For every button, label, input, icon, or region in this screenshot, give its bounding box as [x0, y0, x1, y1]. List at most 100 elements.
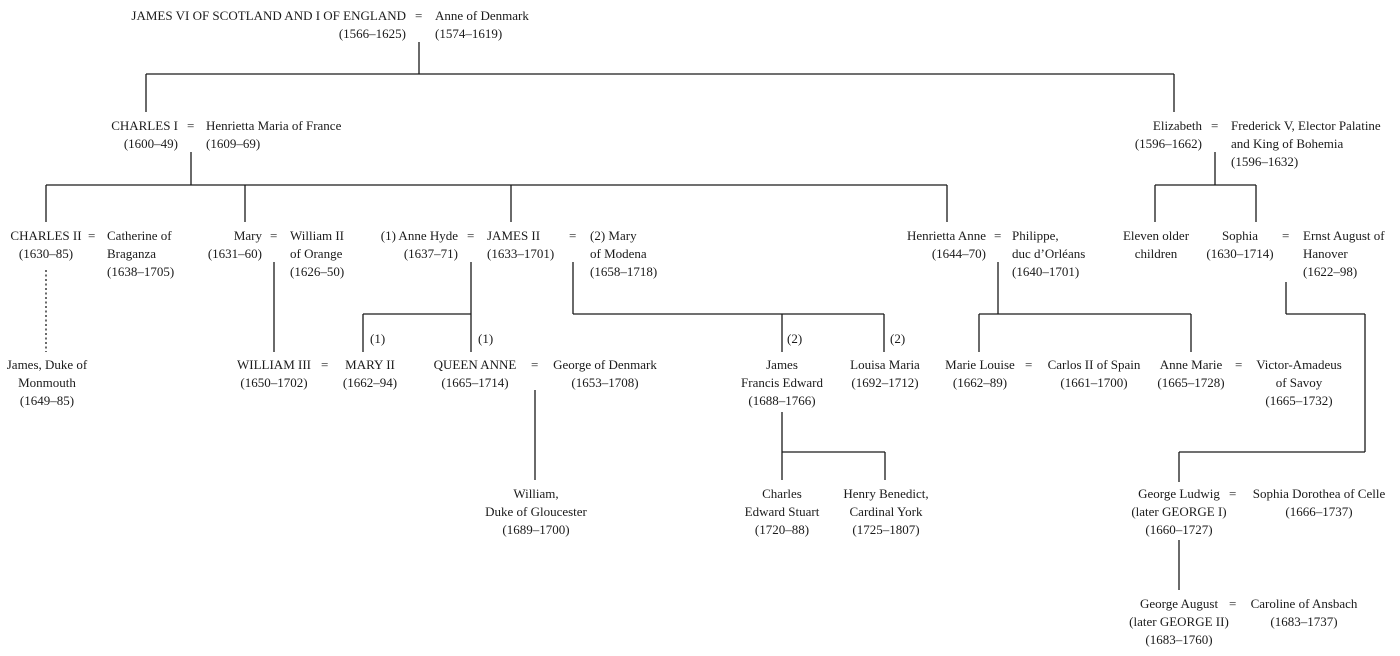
- name-cont: of Orange: [290, 246, 343, 261]
- name: Charles: [762, 486, 802, 501]
- marriage-order-mark: (2): [787, 331, 803, 346]
- dates: (1689–1700): [502, 522, 570, 537]
- person-mary-ii: MARY II (1662–94): [338, 356, 402, 392]
- dates: (1688–1766): [748, 393, 816, 408]
- person-marie-louise: Marie Louise (1662–89): [942, 356, 1018, 392]
- name-cont: Francis Edward: [741, 375, 823, 390]
- dates: (1574–1619): [435, 26, 503, 41]
- person-william-iii: WILLIAM III (1650–1702): [232, 356, 316, 392]
- name-cont: of Savoy: [1275, 375, 1323, 390]
- name: Carlos II of Spain: [1047, 357, 1141, 372]
- name: James: [766, 357, 798, 372]
- person-anne-of-denmark: Anne of Denmark (1574–1619): [435, 7, 529, 43]
- name: Sophia: [1221, 228, 1259, 243]
- dates: (1609–69): [206, 136, 261, 151]
- person-james-ii: JAMES II (1633–1701): [487, 227, 554, 263]
- person-charles-edward-stuart: Charles Edward Stuart (1720–88): [734, 485, 830, 539]
- marriage-sign: =: [569, 228, 577, 243]
- name: William II: [290, 228, 344, 243]
- person-queen-anne: QUEEN ANNE (1665–1714): [430, 356, 520, 392]
- person-caroline-of-ansbach: Caroline of Ansbach (1683–1737): [1244, 595, 1364, 631]
- person-carlos-ii: Carlos II of Spain (1661–1700): [1043, 356, 1145, 392]
- title: (later GEORGE I): [1131, 504, 1227, 519]
- dates: (1665–1714): [441, 375, 509, 390]
- person-anne-marie: Anne Marie (1665–1728): [1153, 356, 1229, 392]
- person-george-ludwig: George Ludwig (later GEORGE I) (1660–172…: [1111, 485, 1247, 539]
- name-cont: Edward Stuart: [744, 504, 820, 519]
- dates: (1683–1760): [1145, 632, 1213, 647]
- name: Eleven older: [1122, 228, 1190, 243]
- person-henrietta-maria: Henrietta Maria of France (1609–69): [206, 117, 341, 153]
- marriage-sign: =: [187, 118, 195, 133]
- marriage-sign: =: [270, 228, 278, 243]
- name: Victor-Amadeus: [1256, 357, 1342, 372]
- person-duke-of-gloucester: William, Duke of Gloucester (1689–1700): [476, 485, 596, 539]
- dates: (1566–1625): [338, 26, 406, 41]
- marriage-order-mark: (2): [890, 331, 906, 346]
- name: Anne of Denmark: [435, 8, 529, 23]
- marriage-sign: =: [531, 357, 539, 372]
- dates: (1653–1708): [571, 375, 639, 390]
- marriage-order-mark: (1): [478, 331, 494, 346]
- name: CHARLES I: [111, 118, 178, 133]
- dates: (1633–1701): [487, 246, 555, 261]
- person-anne-hyde: (1) Anne Hyde (1637–71): [381, 227, 458, 263]
- marriage-sign: =: [1229, 596, 1237, 611]
- marriage-sign: =: [1282, 228, 1290, 243]
- person-catherine-of-braganza: Catherine of Braganza (1638–1705): [107, 227, 174, 281]
- person-james-vi: JAMES VI OF SCOTLAND AND I OF ENGLAND (1…: [131, 7, 406, 43]
- marriage-sign: =: [88, 228, 96, 243]
- marriage-sign: =: [994, 228, 1002, 243]
- dates: (1650–1702): [240, 375, 308, 390]
- name-cont: children: [1134, 246, 1178, 261]
- title: and King of Bohemia: [1231, 136, 1344, 151]
- name: George of Denmark: [553, 357, 657, 372]
- marriage-order-mark: (1): [370, 331, 386, 346]
- name: QUEEN ANNE: [433, 357, 517, 372]
- dates: (1600–49): [123, 136, 178, 151]
- dates: (1631–60): [207, 246, 262, 261]
- name: (1) Anne Hyde: [380, 228, 458, 243]
- name: James, Duke of: [6, 357, 88, 372]
- person-sophia: Sophia (1630–1714): [1200, 227, 1280, 263]
- dates: (1665–1728): [1157, 375, 1225, 390]
- person-henrietta-anne: Henrietta Anne (1644–70): [907, 227, 986, 263]
- title: (later GEORGE II): [1129, 614, 1229, 629]
- person-frederick-v: Frederick V, Elector Palatine and King o…: [1231, 117, 1381, 171]
- name: George Ludwig: [1138, 486, 1220, 501]
- dates: (1666–1737): [1285, 504, 1353, 519]
- name: MARY II: [345, 357, 395, 372]
- dates: (1662–89): [952, 375, 1008, 390]
- dates: (1649–85): [19, 393, 75, 408]
- name: Mary: [233, 228, 262, 243]
- marriage-sign: =: [1025, 357, 1033, 372]
- person-eleven-older-children: Eleven older children: [1113, 227, 1199, 263]
- dates: (1720–88): [754, 522, 810, 537]
- marriage-sign: =: [1211, 118, 1219, 133]
- dates: (1630–85): [18, 246, 74, 261]
- name-cont: Monmouth: [18, 375, 76, 390]
- name: Philippe,: [1012, 228, 1059, 243]
- name: Ernst August of: [1303, 228, 1385, 243]
- person-mary-1631: Mary (1631–60): [208, 227, 262, 263]
- name: Henrietta Anne: [906, 228, 986, 243]
- dates: (1644–70): [931, 246, 986, 261]
- dates: (1622–98): [1303, 264, 1358, 279]
- name-cont: Braganza: [107, 246, 157, 261]
- name: Anne Marie: [1159, 357, 1223, 372]
- title: duc d’Orléans: [1012, 246, 1086, 261]
- name: Catherine of: [107, 228, 172, 243]
- title: Duke of Gloucester: [485, 504, 587, 519]
- marriage-sign: =: [321, 357, 329, 372]
- name: JAMES VI OF SCOTLAND AND I OF ENGLAND: [131, 8, 406, 23]
- person-louisa-maria: Louisa Maria (1692–1712): [842, 356, 928, 392]
- dates: (1630–1714): [1206, 246, 1274, 261]
- dates: (1637–71): [403, 246, 458, 261]
- person-duke-of-monmouth: James, Duke of Monmouth (1649–85): [0, 356, 94, 410]
- person-james-francis-edward: James Francis Edward (1688–1766): [734, 356, 830, 410]
- dates: (1658–1718): [590, 264, 658, 279]
- dates: (1665–1732): [1265, 393, 1333, 408]
- name: Caroline of Ansbach: [1250, 596, 1358, 611]
